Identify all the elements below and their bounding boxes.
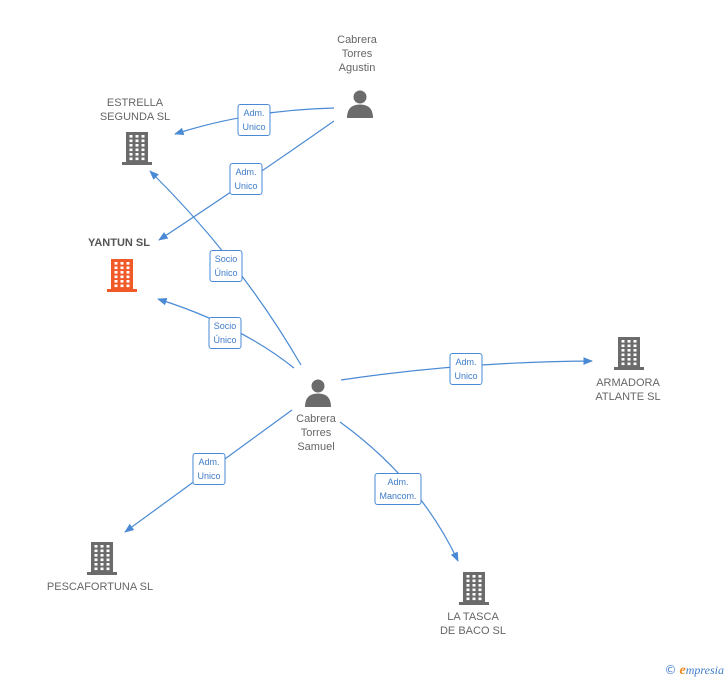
edge-label-line: Adm. (455, 357, 477, 367)
edge-label-line: Adm. (235, 167, 257, 177)
edge-label-line: Adm. (243, 108, 265, 118)
edge-label-line: Socio (214, 254, 238, 264)
edge-label-line: Único (214, 268, 238, 278)
node-label-line: Agustin (338, 62, 376, 74)
brand-watermark: ©empresia (665, 663, 724, 679)
edge-label-line: Unico (242, 122, 266, 132)
edge-label-line: Unico (197, 471, 221, 481)
node-label-line: YANTUN SL (88, 237, 150, 249)
building-icon[interactable] (121, 131, 153, 165)
building-icon[interactable] (106, 258, 138, 292)
edge-label-line: Mancom. (379, 491, 417, 501)
edge-label: Adm. Unico (192, 453, 226, 485)
edge-label: Adm. Unico (229, 163, 263, 195)
node-label-line: ESTRELLA (106, 97, 164, 109)
node-label-la-tasca[interactable]: LA TASCA DE BACO SL (440, 610, 506, 638)
node-label-line: Torres (300, 427, 332, 439)
edge-label: Adm. Unico (237, 104, 271, 136)
node-label-line: Cabrera (337, 34, 377, 46)
brand-name: mpresia (685, 663, 724, 677)
building-icon[interactable] (86, 541, 118, 575)
edge-label-line: Adm. (198, 457, 220, 467)
node-label-line: Samuel (297, 441, 335, 453)
person-icon[interactable] (345, 88, 375, 118)
node-label-line: Torres (341, 48, 373, 60)
node-label-estrella-segunda[interactable]: ESTRELLA SEGUNDA SL (100, 96, 170, 124)
edge-label: Adm. Unico (449, 353, 483, 385)
building-icon[interactable] (613, 336, 645, 370)
person-icon[interactable] (303, 377, 333, 407)
edge-label-line: Unico (234, 181, 258, 191)
node-label-line: PESCAFORTUNA SL (46, 581, 154, 593)
node-label-line: SEGUNDA SL (99, 111, 171, 123)
edge-label: Adm. Mancom. (374, 473, 422, 505)
edge-label-line: Unico (454, 371, 478, 381)
node-label-line: LA TASCA (447, 611, 499, 623)
brand-initial: e (679, 663, 686, 678)
building-icon[interactable] (458, 571, 490, 605)
node-label-yantun[interactable]: YANTUN SL (88, 236, 150, 250)
copyright-symbol: © (664, 663, 677, 677)
node-label-line: Cabrera (296, 413, 336, 425)
edge-label-line: Socio (213, 321, 237, 331)
node-label-armadora-atlante[interactable]: ARMADORA ATLANTE SL (595, 376, 660, 404)
edge-label-line: Único (213, 335, 237, 345)
node-label-line: ARMADORA (596, 377, 660, 389)
node-label-line: ATLANTE SL (595, 391, 661, 403)
node-label-line: DE BACO SL (439, 625, 507, 637)
edge-label-line: Adm. (387, 477, 409, 487)
node-label-pescafortuna[interactable]: PESCAFORTUNA SL (47, 580, 153, 594)
